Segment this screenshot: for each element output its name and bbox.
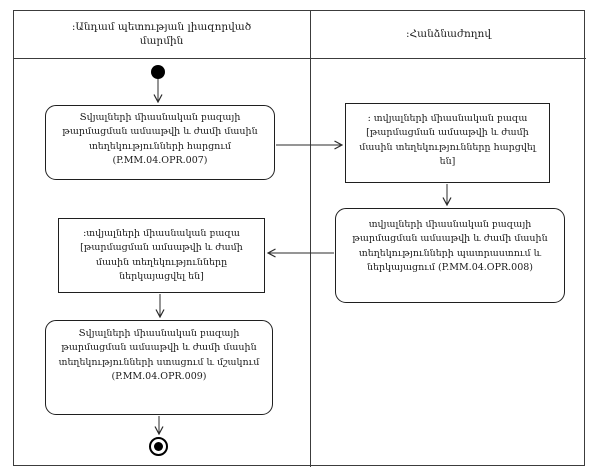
lane-title: :Անդամ պետության լիազորված մարմին [71, 20, 252, 47]
final-node-core [154, 442, 163, 451]
object-node-requested: : տվյալների միասնական բազա [թարմացման ամ… [345, 103, 550, 183]
final-node [149, 437, 168, 456]
lane-title: :Հանձնաժողով [406, 27, 491, 40]
lane-header-rule [13, 58, 586, 59]
lane-header-authorized-body: :Անդամ պետության լիազորված մարմին [13, 10, 310, 58]
action-node-request: Տվյալների միասնական բազայի թարմացման ամս… [45, 105, 275, 180]
object-node-submitted: :տվյալների միասնական բազա [թարմացման ամս… [58, 218, 265, 293]
initial-node [151, 65, 165, 79]
lane-header-commission: :Հանձնաժողով [311, 10, 586, 58]
action-node-receive: Տվյալների միասնական բազայի թարմացման ամս… [45, 320, 273, 415]
action-node-prepare: տվյալների միասնական բազայի թարմացման ամս… [335, 208, 565, 303]
swimlane-divider [310, 10, 311, 467]
